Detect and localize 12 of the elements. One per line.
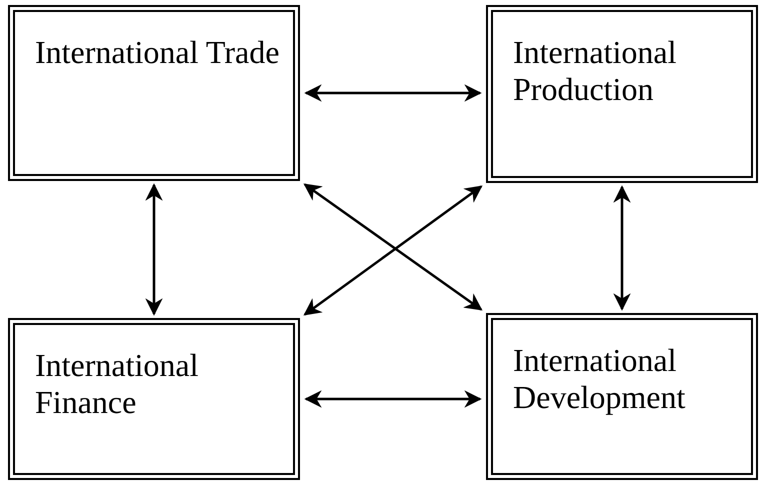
double-headed-arrow [304,84,482,102]
double-headed-arrow [613,185,631,311]
topic-box [8,5,300,181]
box-label: International Trade [35,34,280,71]
box-label: International Development [513,342,686,416]
topic-box [486,5,758,183]
box-label: International Production [513,34,678,108]
box-label: International Finance [35,347,200,421]
topic-box [8,318,300,480]
double-headed-arrow [304,390,482,408]
topic-box [486,313,758,480]
double-headed-arrow [145,183,163,316]
